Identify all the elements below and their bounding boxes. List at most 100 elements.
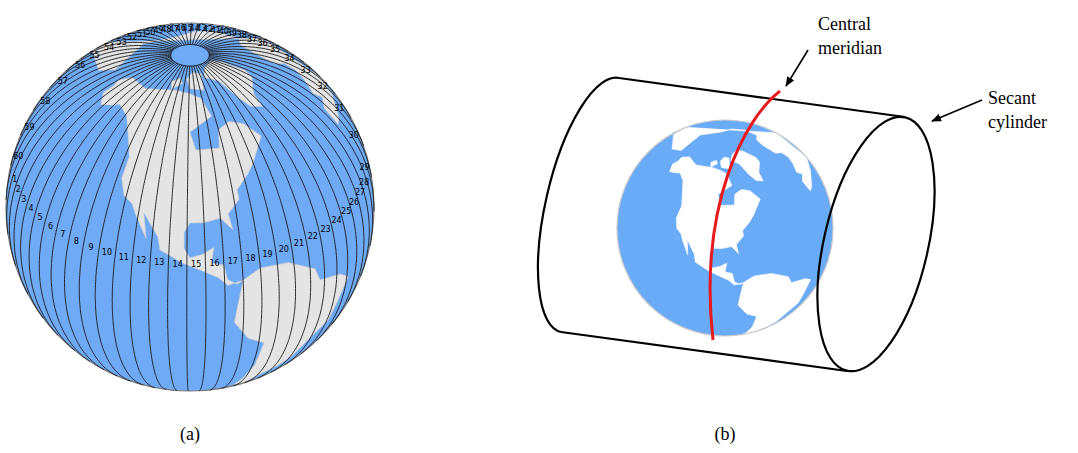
zone-meridian [34,51,172,110]
land [720,157,729,169]
zone-meridian [199,65,279,383]
polar-cap [171,45,209,67]
zone-number: 7 [60,229,65,238]
zone-meridian [196,66,244,389]
zone-number: 23 [320,224,330,233]
zone-number: 13 [154,258,164,267]
zone-meridian [209,58,370,277]
zone-meridian [209,56,374,212]
zone-number: 25 [341,207,351,216]
zone-number: 33 [301,66,311,75]
zone-number: 53 [117,37,127,46]
zone-meridian [207,61,348,341]
zone-meridian [6,55,171,200]
zone-meridian [209,54,371,176]
zone-meridian [206,43,304,62]
zone-meridian [205,62,337,354]
zone-meridian [192,66,206,391]
zone-number: 52 [127,33,137,42]
zone-number: 12 [136,256,146,265]
utm-zone-globe [6,23,374,391]
zone-number: 17 [228,256,238,265]
globe-rim [617,120,833,336]
zone-number: 24 [332,216,342,225]
callout-label: Secant cylinder [988,86,1074,134]
zone-meridian [51,62,175,361]
zone-meridian [7,56,171,234]
zone-number: 14 [173,259,183,268]
ocean [6,23,374,391]
panel-caption: (a) [180,422,200,446]
zone-meridian [194,66,225,390]
secant-cylinder-front [710,91,956,382]
zone-number: 54 [104,43,114,52]
zone-meridian [130,66,184,388]
zone-number: 19 [262,249,272,258]
zone-number: 27 [355,188,365,197]
zone-number: 26 [349,198,359,207]
zone-meridian [198,65,262,386]
zone-number: 16 [210,258,220,267]
zone-number: 29 [359,162,369,171]
land [93,31,339,124]
zone-number: 58 [40,96,50,105]
zone-meridian [204,63,325,365]
zone-number: 10 [102,248,112,257]
zone-number: 6 [48,221,53,230]
zone-number: 35 [270,45,280,54]
zone-number: 31 [334,103,344,112]
zone-meridian [66,46,174,72]
zone-number: 22 [308,232,318,241]
zone-number: 11 [119,252,129,261]
zone-number: 18 [245,253,255,262]
zone-number: 38 [237,31,247,40]
zone-number: 34 [284,54,294,63]
zone-meridian [208,52,350,118]
secant-cylinder-back [538,78,905,371]
globe-rim [6,23,374,391]
zone-number: 9 [89,242,94,251]
zone-number: 15 [191,259,201,268]
zone-meridian [29,61,173,336]
zone-number: 8 [74,236,79,245]
zone-number: 5 [37,213,42,222]
zone-number: 32 [318,82,328,91]
zone-number: 30 [349,130,359,139]
zone-meridian [39,62,174,351]
panel-caption: (b) [715,422,736,446]
callout-label: Central meridian [818,12,908,60]
zone-meridian [209,53,364,146]
zone-number: 4 [28,204,33,213]
zone-meridian [11,54,171,166]
zone-number: 55 [89,51,99,60]
zone-meridian [187,66,190,391]
zone-number: 36 [257,39,267,48]
land [738,274,811,335]
zone-meridian [9,57,171,265]
zone-meridian [21,53,172,136]
zone-number: 21 [294,238,304,247]
earth-globe [617,120,833,336]
zone-number: 57 [58,76,68,85]
zone-meridian [79,64,178,376]
zone-meridian [112,65,182,385]
zone-number: 60 [13,151,23,160]
zone-number: 28 [359,178,369,187]
zone-meridian [95,65,180,382]
zone-meridian [168,66,188,391]
zone-number: 37 [247,34,257,43]
zone-number: 56 [75,61,85,70]
zone-meridian [208,49,336,94]
zone-number: 20 [279,244,289,253]
zone-number: 1 [12,174,17,183]
zone-number: 2 [16,184,21,193]
land [672,127,812,191]
zone-number: 3 [21,194,26,203]
zone-meridian [208,59,364,302]
leader-arrows [786,50,982,121]
land [711,161,718,168]
land [232,263,348,386]
zone-meridian [209,57,373,246]
zone-number: 51 [137,30,147,39]
